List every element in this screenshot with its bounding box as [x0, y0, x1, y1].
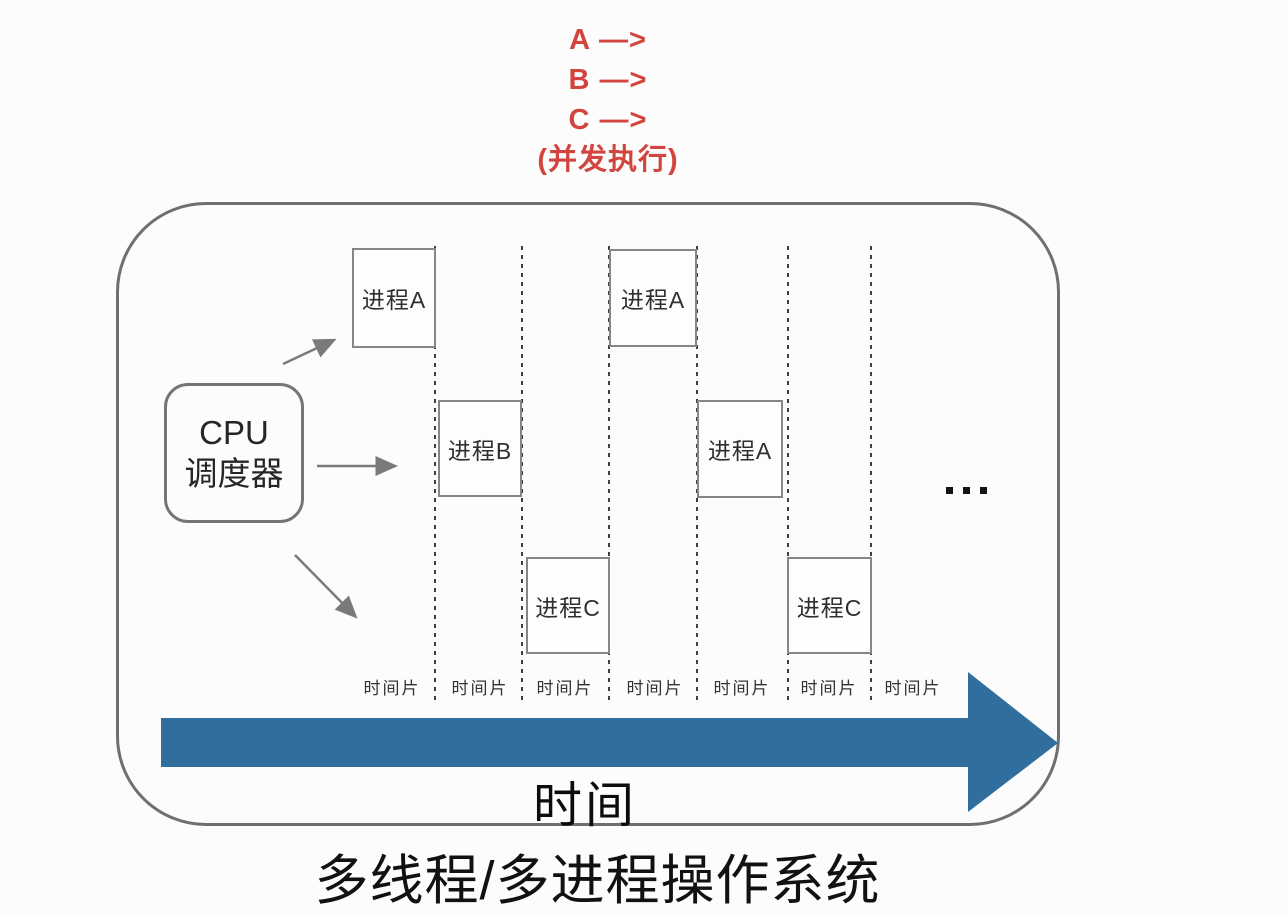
time-slice-divider-2 [521, 246, 523, 702]
concurrency-note: A —> B —> C —> (并发执行) [447, 20, 769, 180]
process-box-c-slice3: 进程C [526, 557, 610, 654]
process-box-a-slice4: 进程A [609, 249, 697, 347]
cpu-scheduler-box: CPU 调度器 [164, 383, 304, 523]
process-box-label: 进程A [707, 438, 773, 464]
time-slice-label-3: 时间片 [536, 679, 594, 698]
diagram-caption: 多线程/多进程操作系统 [314, 851, 881, 911]
process-box-a-slice1: 进程A [352, 248, 436, 348]
timeline-label: 时间 [532, 779, 637, 833]
time-slice-divider-6 [870, 246, 872, 702]
time-slice-label-1: 时间片 [363, 679, 421, 698]
note-line-b: B —> [568, 64, 648, 96]
note-line-c: C —> [568, 104, 648, 136]
process-box-a-slice5: 进程A [697, 400, 783, 498]
process-box-label: 进程A [361, 287, 427, 313]
cpu-scheduler-label-line2: 调度器 [184, 455, 284, 492]
process-box-b-slice2: 进程B [438, 400, 522, 497]
time-slice-label-7: 时间片 [884, 679, 942, 698]
cpu-scheduler-label-line1: CPU [199, 414, 269, 451]
ellipsis-icon [946, 487, 987, 494]
process-box-label: 进程B [447, 437, 513, 464]
time-slice-label-5: 时间片 [713, 679, 771, 698]
time-slice-divider-1 [434, 246, 436, 702]
ellipsis-dot [963, 487, 970, 494]
time-slice-divider-3 [608, 246, 610, 702]
process-box-label: 进程C [535, 594, 601, 621]
arrow-to-process-c-icon [294, 554, 358, 619]
time-slice-label-2: 时间片 [451, 679, 509, 698]
note-line-concurrent: (并发执行) [537, 144, 679, 176]
timeline-arrow-icon [161, 672, 1058, 812]
process-box-label: 进程A [620, 287, 686, 313]
process-box-label: 进程C [796, 594, 863, 621]
time-slice-divider-5 [787, 246, 789, 702]
ellipsis-dot [980, 487, 987, 494]
arrow-to-process-a-icon [282, 338, 337, 366]
time-slice-label-6: 时间片 [800, 679, 858, 698]
time-slice-label-4: 时间片 [626, 679, 684, 698]
note-line-a: A —> [569, 24, 647, 56]
ellipsis-dot [946, 487, 953, 494]
process-box-c-slice6: 进程C [787, 557, 872, 654]
os-rounded-container [116, 202, 1060, 826]
